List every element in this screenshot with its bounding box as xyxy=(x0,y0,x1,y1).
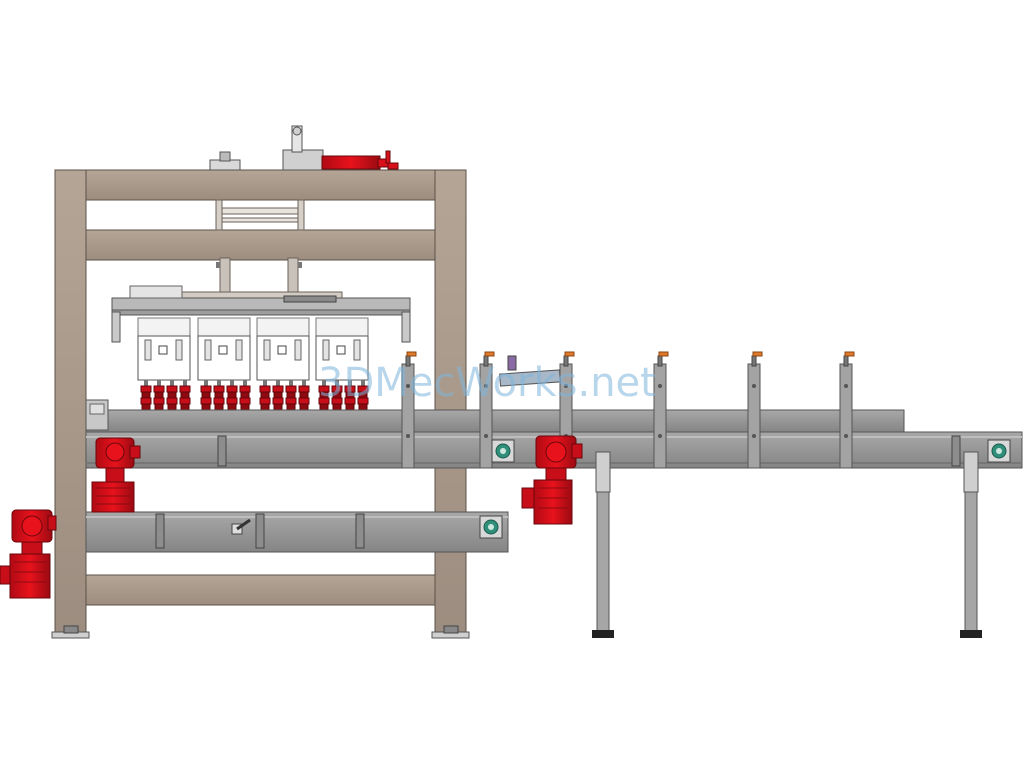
gantry-frame xyxy=(51,169,470,639)
gripper-carriage xyxy=(111,285,411,431)
motor-icon xyxy=(0,541,51,599)
gripper-bank-4 xyxy=(315,317,369,381)
guide-post xyxy=(839,351,855,469)
leveling-foot-icon xyxy=(592,630,614,638)
guide-post xyxy=(747,351,763,469)
frame-column-right xyxy=(434,169,467,633)
motor-icon xyxy=(521,467,573,525)
pneumatic-cylinder-icon xyxy=(321,150,399,170)
lift-mechanism xyxy=(181,125,399,301)
frame-upper-beam xyxy=(85,229,436,261)
outfeed-legs xyxy=(592,451,982,638)
motor-icon xyxy=(91,467,135,513)
guide-post xyxy=(479,351,495,469)
guide-post xyxy=(401,351,417,469)
motor-left-upper xyxy=(91,437,141,513)
gearbox-icon xyxy=(11,509,57,543)
gearbox-icon xyxy=(535,435,583,469)
frame-column-left xyxy=(54,169,87,633)
gripper-bank-1 xyxy=(137,317,191,381)
bearing-icon xyxy=(479,515,503,539)
bearing-icon xyxy=(987,439,1011,463)
bearing-icon xyxy=(491,439,515,463)
guide-post xyxy=(653,351,669,469)
frame-top-beam xyxy=(85,169,436,201)
gripper-bank-3 xyxy=(256,317,310,381)
gearbox-icon xyxy=(95,437,141,469)
lower-conveyor xyxy=(85,511,509,553)
leveling-foot-icon xyxy=(960,630,982,638)
frame-bottom-beam xyxy=(85,574,436,606)
gripper-bank-2 xyxy=(197,317,251,381)
motor-center xyxy=(521,435,583,525)
motor-left-lower xyxy=(0,509,57,599)
